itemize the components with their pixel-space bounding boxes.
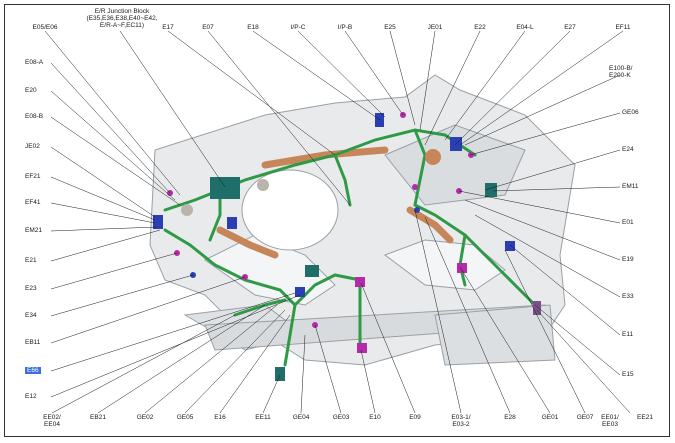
label-e18: E18 bbox=[247, 24, 259, 31]
label-e09: E09 bbox=[409, 414, 421, 421]
junction-block-title: E/R Junction Block (E35,E36,E38,E40~E42,… bbox=[67, 8, 177, 29]
label-je01: JE01 bbox=[427, 24, 443, 31]
label-ee02-ee04-text: EE02/ EE04 bbox=[43, 414, 61, 428]
vehicle-body bbox=[149, 74, 576, 366]
label-e10: E10 bbox=[369, 414, 381, 421]
copper-tubes bbox=[216, 146, 454, 259]
connector-block bbox=[275, 367, 285, 381]
label-e05-e06: E05/E06 bbox=[32, 24, 58, 31]
label-ef41: EF41 bbox=[25, 199, 41, 206]
label-ef11: EF11 bbox=[615, 24, 631, 31]
label-e25: E25 bbox=[384, 24, 396, 31]
connector-block bbox=[153, 215, 163, 229]
label-e21: E21 bbox=[25, 257, 37, 264]
label-ef21: EF21 bbox=[25, 173, 41, 180]
connector-block bbox=[355, 277, 365, 287]
connector-round bbox=[257, 179, 269, 191]
label-e28: E28 bbox=[504, 414, 516, 421]
label-e03-1-e03-2-text: E03-1/ E03-2 bbox=[451, 414, 471, 428]
label-ge03: GE03 bbox=[332, 414, 350, 421]
connector-block bbox=[533, 301, 541, 315]
connector-block bbox=[375, 113, 384, 127]
label-ip-b: I/P-B bbox=[337, 24, 353, 31]
label-e15: E15 bbox=[622, 371, 634, 378]
leader-lines bbox=[44, 30, 631, 414]
label-e23: E23 bbox=[25, 285, 37, 292]
label-e12: E12 bbox=[25, 393, 37, 400]
diagram-frame: E/R Junction Block (E35,E36,E38,E40~E42,… bbox=[4, 4, 670, 437]
connector-block bbox=[295, 287, 305, 297]
connector-block bbox=[457, 263, 467, 273]
label-e66-highlighted: E66 bbox=[25, 367, 41, 374]
label-ee02-ee04: EE02/ EE04 bbox=[32, 414, 72, 428]
junction-block-title-line1: E/R Junction Block bbox=[94, 8, 150, 15]
label-ge04: GE04 bbox=[292, 414, 310, 421]
junction-block-shape bbox=[210, 177, 240, 199]
label-e24: E24 bbox=[622, 146, 634, 153]
label-e04-l: E04-L bbox=[516, 24, 534, 31]
label-e19: E19 bbox=[622, 256, 634, 263]
label-e27: E27 bbox=[564, 24, 576, 31]
label-e20: E20 bbox=[25, 87, 37, 94]
label-e07: E07 bbox=[202, 24, 214, 31]
label-e08-a: E08-A bbox=[25, 59, 44, 66]
label-eb21: EB21 bbox=[90, 414, 106, 421]
label-ge02: GE02 bbox=[136, 414, 154, 421]
label-e01: E01 bbox=[622, 219, 634, 226]
label-ee01-ee03-text: EE01/ EE03 bbox=[601, 414, 619, 428]
label-eb11: EB11 bbox=[25, 339, 41, 346]
junction-block-title-line3: E/R-A~F,EC11) bbox=[99, 22, 145, 29]
label-ge07: GE07 bbox=[576, 414, 594, 421]
label-ge01: GE01 bbox=[541, 414, 559, 421]
connector-round bbox=[181, 204, 193, 216]
label-ee11: EE11 bbox=[255, 414, 271, 421]
connector-block bbox=[357, 343, 367, 353]
engine-harness-illustration bbox=[44, 30, 631, 414]
connector-block bbox=[485, 183, 497, 197]
label-em11: EM11 bbox=[622, 183, 639, 190]
label-em21: EM21 bbox=[25, 227, 42, 234]
connector-round bbox=[425, 149, 441, 165]
label-e11: E11 bbox=[622, 331, 634, 338]
label-e03-1-e03-2: E03-1/ E03-2 bbox=[441, 414, 481, 428]
label-e34: E34 bbox=[25, 312, 37, 319]
label-ip-c: I/P-C bbox=[290, 24, 306, 31]
label-ee21: EE21 bbox=[637, 414, 653, 421]
label-e08-b: E08-B bbox=[25, 113, 44, 120]
label-e22: E22 bbox=[474, 24, 486, 31]
label-ee01-ee03: EE01/ EE03 bbox=[590, 414, 630, 428]
label-e16: E16 bbox=[214, 414, 226, 421]
label-e100-b-e200-k: E100-B/ E200-K bbox=[609, 65, 659, 79]
connector-block bbox=[227, 217, 237, 229]
connectors bbox=[153, 112, 541, 381]
connector-block bbox=[305, 265, 319, 277]
label-ge05: GE05 bbox=[176, 414, 194, 421]
label-e17: E17 bbox=[162, 24, 174, 31]
connector-block bbox=[505, 241, 515, 251]
label-e100-b-e200-k-text: E100-B/ E200-K bbox=[609, 65, 633, 79]
junction-block-title-line2: (E35,E36,E38,E40~E42, bbox=[86, 15, 158, 22]
label-e33: E33 bbox=[622, 293, 634, 300]
label-ge06: GE06 bbox=[622, 109, 639, 116]
label-je02: JE02 bbox=[25, 143, 40, 150]
